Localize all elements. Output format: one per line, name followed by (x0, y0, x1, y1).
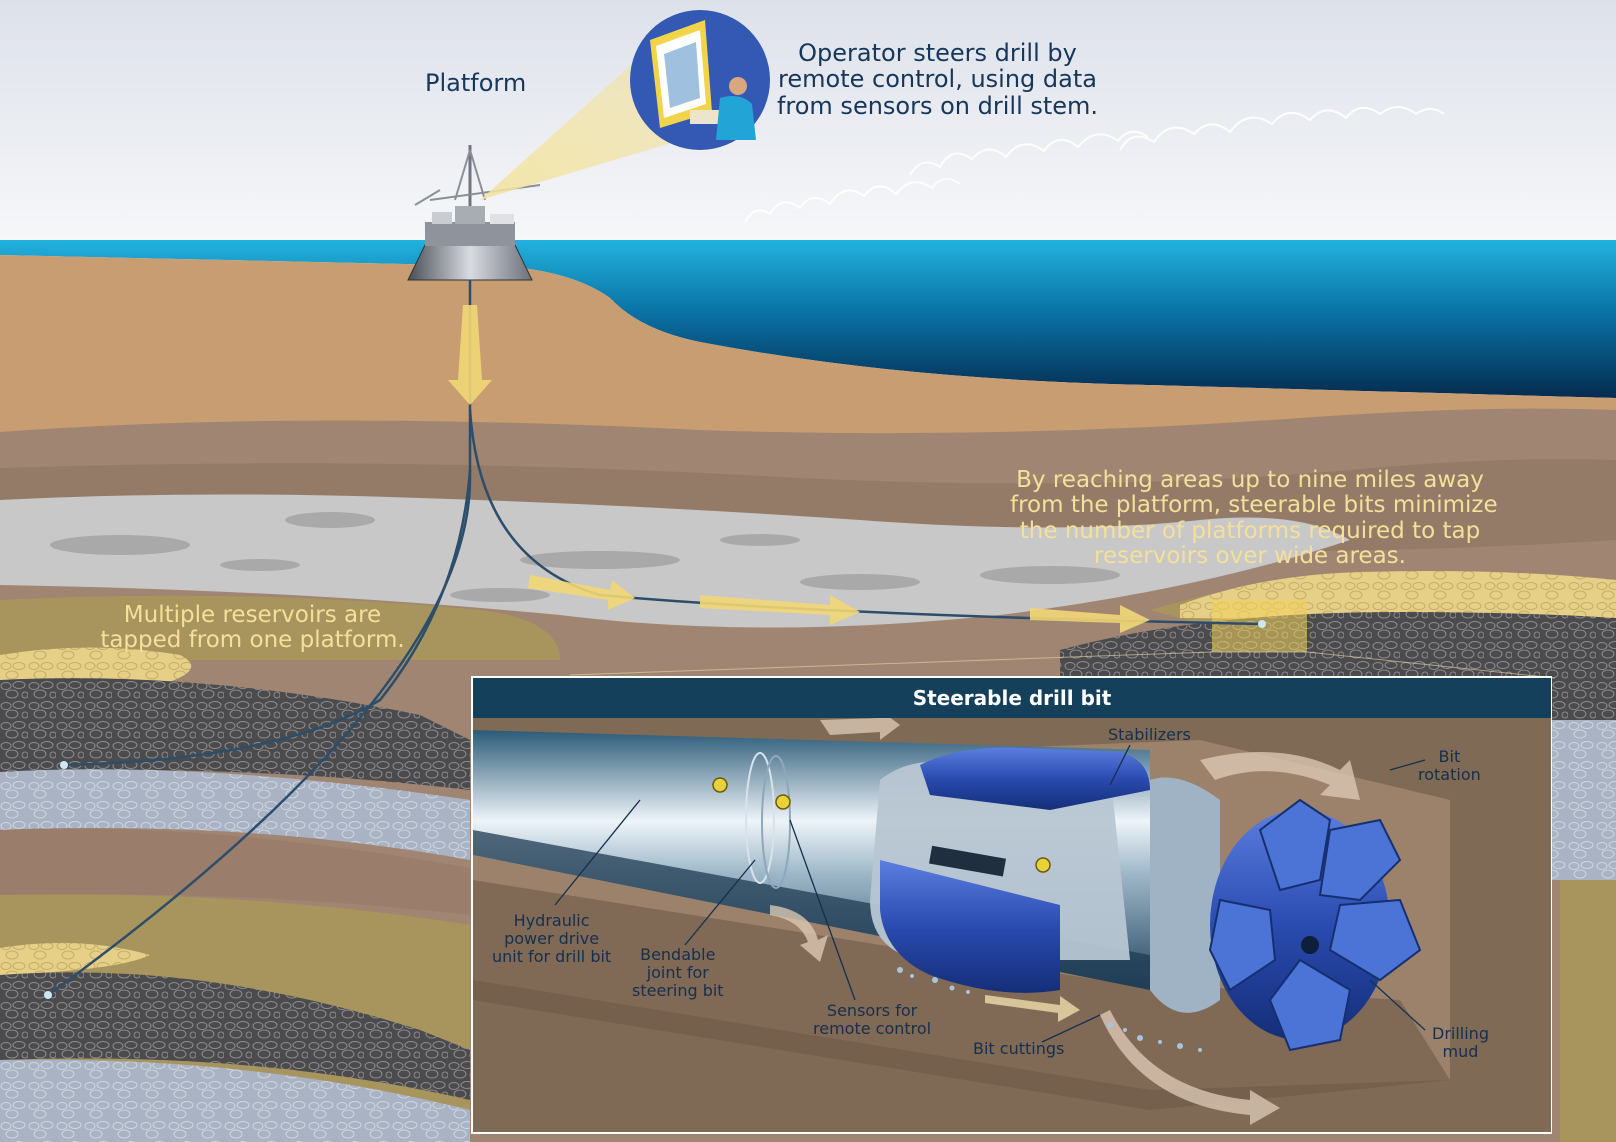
drilling-mud-label: Drilling mud (1432, 1025, 1489, 1061)
reservoir-sand-left (0, 647, 192, 688)
sensor-dot-1 (712, 777, 728, 793)
clouds (744, 106, 1445, 223)
sensors-label: Sensors for remote control (813, 1002, 931, 1038)
operator-line-2: remote control, using data (778, 65, 1097, 94)
zoom-lines (569, 651, 1556, 679)
ocean (0, 240, 1616, 398)
drilling-mud-line-2: mud (1442, 1041, 1479, 1061)
rock-band-left (0, 828, 470, 915)
borehole-end-1 (60, 761, 68, 769)
stabilizer-pad-top (920, 747, 1150, 810)
operator-line-3: from sensors on drill stem. (776, 91, 1099, 120)
mud-nozzle (1301, 936, 1319, 954)
operator-caption: Operator steers drill by remote control,… (770, 39, 1105, 120)
stabilizers-label: Stabilizers (1108, 725, 1191, 744)
hydraulic-line-1: Hydraulic (513, 911, 590, 930)
bit-rotation-line-1: Bit (1438, 747, 1461, 766)
sky (0, 0, 1616, 250)
leader-lines (554, 744, 1426, 1043)
sensors-line-1: Sensors for (826, 1001, 918, 1020)
borehole-end-3 (1258, 620, 1266, 628)
sand-layer (0, 595, 560, 660)
platform-label: Platform (425, 69, 527, 97)
reservoir-light-lower (0, 1059, 470, 1142)
drilling-mud-line-1: Drilling (1432, 1024, 1489, 1043)
bendable-line-2: joint for (646, 962, 709, 982)
limestone-spots (50, 512, 1120, 602)
bendable-line-3: steering bit (632, 980, 724, 1000)
reservoir-light-left (0, 769, 470, 860)
bit-rotation-label: Bit rotation (1418, 748, 1481, 784)
joint-ring (761, 755, 791, 889)
bendable-label: Bendable joint for steering bit (632, 946, 724, 1000)
operator-line-1: Operator steers drill by (798, 39, 1077, 67)
inset-title: Steerable drill bit (473, 678, 1551, 718)
sensor-dot-2 (775, 794, 791, 810)
reservoir-light-right (1550, 720, 1616, 880)
bendable-line-1: Bendable (640, 945, 716, 964)
reach-caption: By reaching areas up to nine miles away … (1010, 467, 1498, 569)
bendable-joint (745, 752, 775, 884)
stabilizer-pad-bottom (880, 860, 1060, 993)
hydraulic-line-3: unit for drill bit (492, 946, 612, 966)
bit-cutters (1208, 798, 1422, 1052)
reach-line-4: reservoirs over wide areas. (1094, 542, 1406, 569)
hydraulic-line-2: power drive (504, 928, 600, 948)
multiple-line-1: Multiple reservoirs are (123, 602, 382, 628)
cuttings-arrow (985, 995, 1080, 1022)
bit-rotation-line-2: rotation (1418, 764, 1481, 784)
direction-arrows (448, 305, 1150, 633)
multiple-caption: Multiple reservoirs are tapped from one … (95, 602, 410, 654)
bit-cuttings (897, 967, 1202, 1052)
platform-rig (407, 145, 541, 281)
multiple-line-2: tapped from one platform. (100, 627, 405, 654)
reservoir-dark-lower (0, 972, 470, 1100)
reservoir-sand-lower (0, 942, 150, 975)
hydraulic-label: Hydraulic power drive unit for drill bit (492, 912, 611, 966)
reach-line-1: By reaching areas up to nine miles away (1016, 467, 1484, 493)
bit-shank (1150, 777, 1220, 1013)
sensor-dot-3 (1035, 857, 1051, 873)
operator-icon (630, 10, 770, 150)
drill-bit-inset (471, 676, 1552, 1134)
borehole-end-2 (44, 991, 52, 999)
bit-cuttings-label: Bit cuttings (973, 1039, 1065, 1058)
reach-line-2: from the platform, steerable bits minimi… (1010, 492, 1498, 519)
sensors-line-2: remote control (813, 1018, 932, 1038)
reach-line-3: the number of platforms required to tap (1019, 517, 1481, 544)
collar-slot (928, 845, 1006, 877)
